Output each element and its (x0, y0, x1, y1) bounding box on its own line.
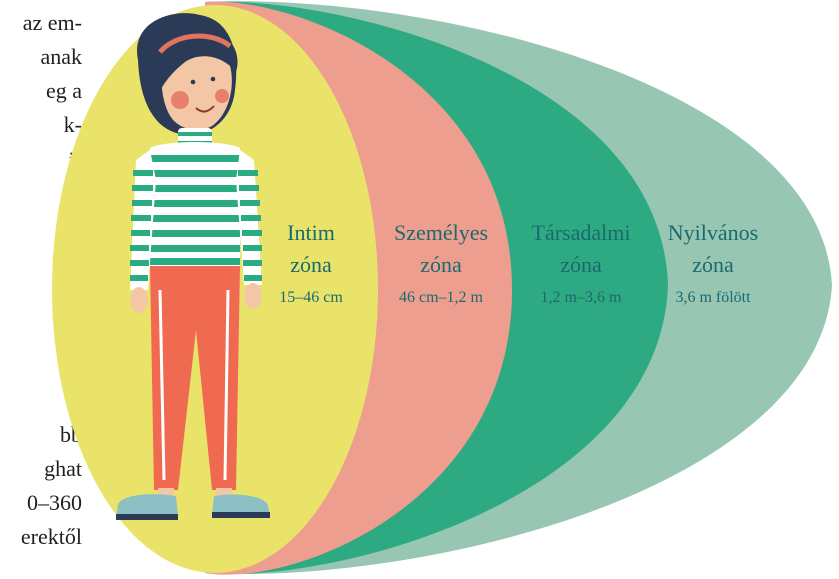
left-shoe (116, 494, 178, 518)
sweater-stripes (150, 155, 240, 265)
hair-bangs (150, 30, 238, 95)
zone-intimate-title: Intim (287, 220, 335, 245)
zone-public-word: zóna (692, 252, 734, 277)
side-text-line: az em- (22, 10, 82, 35)
zone-social-range: 1,2 m–3,6 m (541, 289, 622, 306)
left-hand (130, 287, 148, 313)
zone-personal-word: zóna (420, 252, 462, 277)
zone-public-range: 3,6 m fölött (675, 289, 751, 306)
zone-personal-title: Személyes (394, 220, 488, 245)
side-text-line: eg a (45, 78, 82, 103)
left-eye (190, 79, 196, 85)
zone-public-title: Nyilvános (668, 220, 758, 245)
right-cheek (215, 89, 229, 103)
headband (158, 33, 232, 54)
right-hand (244, 283, 262, 309)
zone-social-title: Társadalmi (532, 220, 631, 245)
zone-social-word: zóna (560, 252, 602, 277)
mouth (195, 105, 215, 113)
right-eye (210, 76, 216, 82)
side-text-line: anak (40, 44, 82, 69)
pants (150, 266, 240, 490)
zone-personal-range: 46 cm–1,2 m (399, 289, 484, 306)
girl-illustration (116, 13, 270, 520)
side-text-line: 0–360 (27, 490, 82, 515)
side-text-line: erektől (20, 524, 82, 549)
left-cheek (171, 91, 189, 109)
zone-intimate-range: 15–46 cm (279, 289, 343, 306)
side-text-line: k- (63, 112, 82, 137)
right-shoe (212, 494, 270, 516)
side-text-line: ghat (44, 456, 82, 481)
zone-intimate-word: zóna (290, 252, 332, 277)
